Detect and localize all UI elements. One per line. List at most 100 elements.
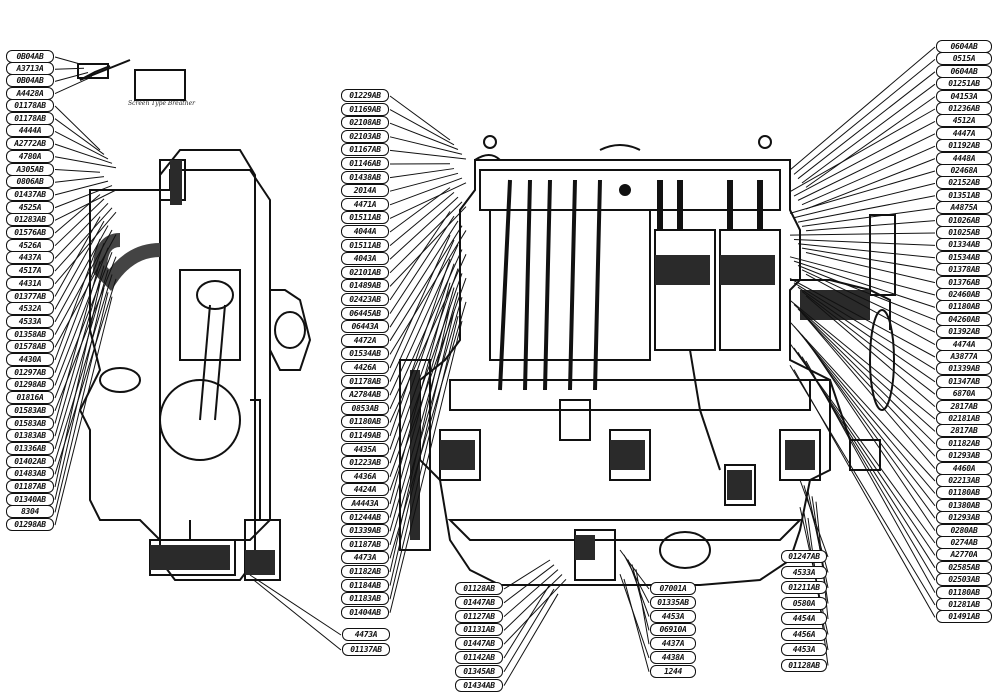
part-callout: 01127AB <box>455 609 503 623</box>
part-callout: 4044A <box>341 225 389 238</box>
part-callout: 01281AB <box>936 598 992 611</box>
part-callout: 06910A <box>650 623 696 637</box>
leader-line <box>54 243 105 373</box>
leader-line <box>54 194 101 234</box>
part-callout: 4426A <box>341 361 389 374</box>
leader-line <box>797 133 936 201</box>
part-callout: 01816A <box>6 391 54 405</box>
part-callout: 01336AB <box>6 441 54 455</box>
part-callout: 06443A <box>341 320 389 334</box>
part-callout: 4460A <box>936 461 992 475</box>
part-callout: 01583AB <box>6 416 54 430</box>
leader-line <box>801 269 936 333</box>
leader-line <box>805 158 936 210</box>
leader-line <box>389 215 455 314</box>
part-callout: 4437A <box>6 251 54 265</box>
part-callout: 01376AB <box>936 275 992 289</box>
leader-line <box>789 232 936 236</box>
part-callout: 01128AB <box>455 582 503 595</box>
part-callout: 4430A <box>6 353 54 366</box>
part-callout: 8304 <box>6 505 54 519</box>
part-callout: A4428A <box>6 86 54 100</box>
leader-line <box>789 170 936 214</box>
leader-line <box>801 312 936 457</box>
part-callout: 4453A <box>650 609 696 623</box>
part-callout: 01583AB <box>6 403 54 417</box>
part-callout: 01251AB <box>936 77 992 91</box>
leader-line <box>54 274 113 462</box>
leader-line <box>793 238 936 246</box>
part-callout: 06445AB <box>341 306 389 320</box>
leader-line <box>793 369 936 618</box>
leader-line <box>389 311 455 586</box>
leader-line <box>389 95 451 141</box>
leader-line <box>789 108 936 193</box>
leader-line <box>389 244 459 396</box>
part-callout: 01192AB <box>936 139 992 153</box>
leader-line <box>54 247 109 386</box>
part-callout: A4875A <box>936 201 992 215</box>
leader-line <box>389 172 459 192</box>
leader-line <box>389 225 463 342</box>
part-callout: 02103AB <box>341 129 389 143</box>
leader-line <box>54 269 109 450</box>
part-callout: 01182AB <box>341 565 389 578</box>
leader-line <box>793 260 936 308</box>
leader-line <box>805 338 936 531</box>
part-callout: 01137AB <box>342 643 390 656</box>
part-callout: 4454A <box>781 612 827 625</box>
part-callout: 4472A <box>341 333 389 347</box>
part-callout: 01167AB <box>341 143 389 157</box>
part-callout: 01183AB <box>341 592 389 606</box>
part-callout: 01534AB <box>341 347 389 361</box>
part-callout: 02108AB <box>341 116 389 130</box>
part-callout: 01339AB <box>936 362 992 376</box>
leader-line <box>805 96 936 188</box>
leader-line <box>801 145 936 206</box>
breather-caption: Screen Type Breather <box>128 100 196 107</box>
part-callout: 01378AB <box>936 263 992 277</box>
part-callout: 4517A <box>6 264 54 278</box>
part-callout: A3713A <box>6 62 54 76</box>
leader-line <box>54 176 105 183</box>
part-callout: 01178AB <box>341 374 389 388</box>
leader-line <box>54 105 101 151</box>
part-callout: 01293AB <box>936 449 992 463</box>
part-callout: 01534AB <box>936 250 992 264</box>
part-callout: 01437AB <box>6 187 54 201</box>
leader-line <box>389 196 459 260</box>
part-callout: 01339AB <box>341 524 389 538</box>
leader-line <box>797 330 936 507</box>
part-callout: 4436A <box>341 469 389 483</box>
part-callout: 02460AB <box>936 288 992 301</box>
part-callout: 01247AB <box>781 550 827 563</box>
leader-line <box>623 554 650 604</box>
part-callout: 01187AB <box>341 537 389 551</box>
leader-line <box>54 72 89 82</box>
part-callout: 4471A <box>341 197 389 211</box>
leader-line <box>793 59 936 175</box>
leader-line <box>797 286 936 383</box>
part-callout: 0B04AB <box>6 74 54 88</box>
part-callout: 0604AB <box>936 64 992 78</box>
part-callout: 2817AB <box>936 399 992 413</box>
leader-line <box>389 258 451 437</box>
leader-line <box>389 320 463 613</box>
part-callout: 01402AB <box>6 454 54 468</box>
leader-line <box>623 578 650 672</box>
part-callout: 4447A <box>936 126 992 140</box>
part-callout: 4512A <box>936 114 992 128</box>
leader-line <box>805 251 936 284</box>
leader-line <box>389 177 463 206</box>
leader-line <box>389 122 459 150</box>
part-callout: 4424A <box>341 483 389 497</box>
part-callout: 01404AB <box>341 605 389 619</box>
leader-line <box>389 306 451 573</box>
leader-line <box>503 593 559 686</box>
part-callout: 01392AB <box>936 325 992 339</box>
part-callout: 01025AB <box>936 226 992 239</box>
leader-line <box>389 282 451 505</box>
leader-line <box>805 317 936 469</box>
leader-line <box>389 316 459 600</box>
leader-line <box>801 247 936 271</box>
